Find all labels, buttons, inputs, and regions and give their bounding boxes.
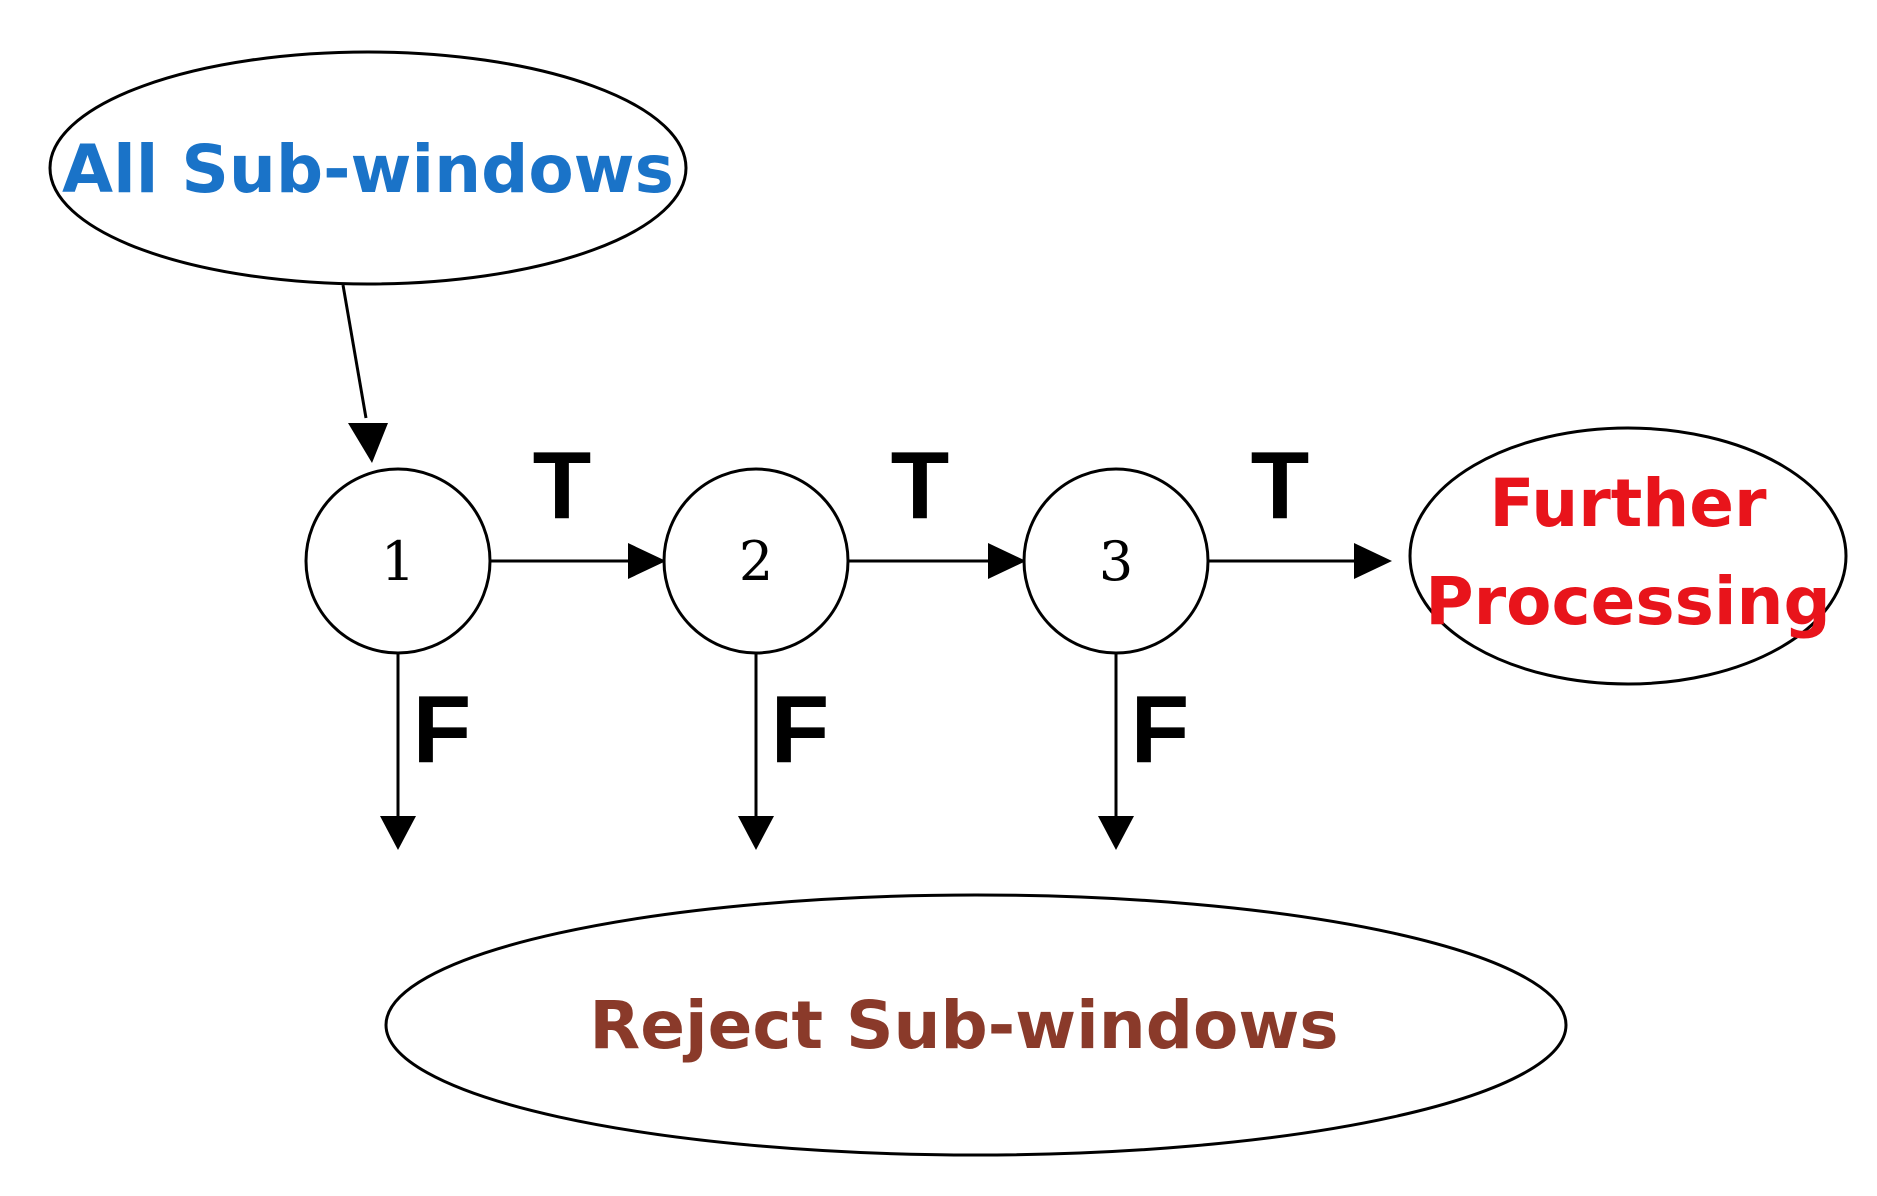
stage-node-2-label: 2 <box>739 530 773 593</box>
edge-false-label-3: F <box>1131 676 1190 783</box>
edge-false-1-to-reject: F <box>380 653 471 850</box>
start-node-label: All Sub-windows <box>62 131 674 208</box>
stage-node-2: 2 <box>662 467 850 655</box>
edge-false-label-2: F <box>771 676 830 783</box>
edge-true-1-to-2: T <box>490 432 666 579</box>
edge-true-3-to-end: T <box>1208 432 1392 579</box>
stage-node-3: 3 <box>1022 467 1210 655</box>
end-node: Further Processing <box>1408 426 1848 686</box>
start-node: All Sub-windows <box>48 50 688 286</box>
end-node-label-line1: Further <box>1489 465 1767 542</box>
edge-false-3-to-reject: F <box>1098 653 1189 850</box>
stage-node-1: 1 <box>304 467 492 655</box>
reject-node-label: Reject Sub-windows <box>589 987 1338 1064</box>
edge-true-label-2: T <box>891 432 950 539</box>
reject-node: Reject Sub-windows <box>384 893 1568 1157</box>
stage-node-3-label: 3 <box>1099 530 1133 593</box>
edge-true-label-3: T <box>1251 432 1310 539</box>
edge-start-to-stage-1 <box>341 284 388 463</box>
edge-true-label-1: T <box>533 432 592 539</box>
edge-false-label-1: F <box>413 676 472 783</box>
stage-node-1-label: 1 <box>381 530 415 593</box>
edge-false-2-to-reject: F <box>738 653 829 850</box>
end-node-label-line2: Processing <box>1425 563 1831 640</box>
edge-true-2-to-3: T <box>848 432 1026 579</box>
